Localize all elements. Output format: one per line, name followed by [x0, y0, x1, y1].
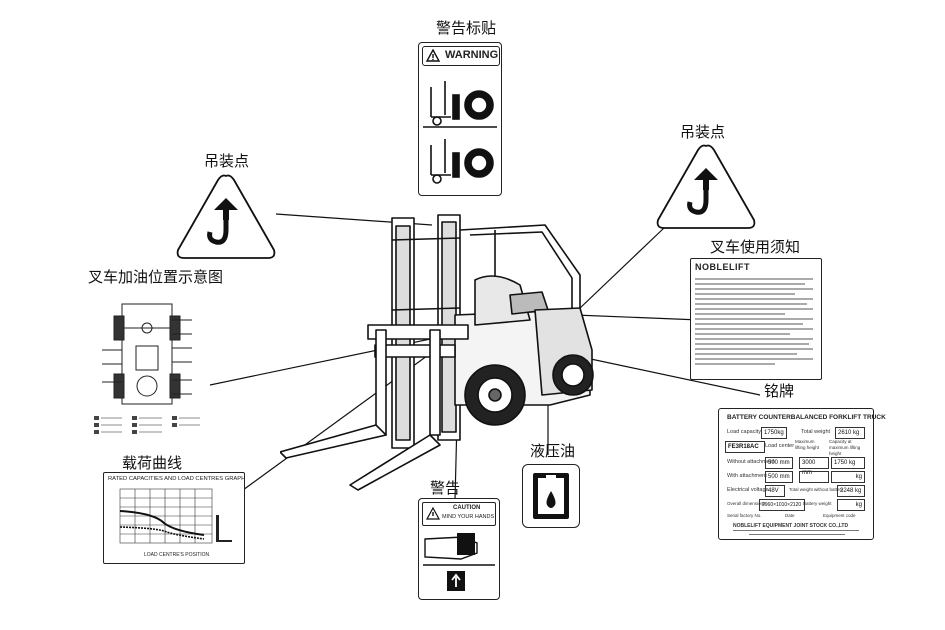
- lifting-point-left-sign: [176, 174, 276, 259]
- caution-line1: CAUTION: [453, 505, 481, 511]
- model-value: FE3R18AC: [725, 441, 765, 453]
- dimensions-value: 2960×1010×2120: [759, 499, 805, 511]
- battery-weight-kg: kg: [837, 499, 865, 511]
- label-lifting-point-right: 吊装点: [680, 123, 726, 141]
- voltage-label: Electrical voltage: [727, 487, 769, 493]
- with-attachment-label: With attachment: [727, 473, 767, 479]
- lift-height-value: 3000 mm: [799, 457, 829, 476]
- leader-line: [574, 314, 701, 321]
- with-attachment-kg: kg: [831, 471, 865, 483]
- address-line: [749, 534, 845, 535]
- label-warning-sticker: 警告标贴: [436, 19, 497, 37]
- forklift-drawing: [280, 214, 594, 491]
- label-refuel-diagram: 叉车加油位置示意图: [88, 268, 224, 286]
- label-load-curve: 载荷曲线: [122, 454, 183, 472]
- weight-no-battery-label: Total weight without battery: [789, 487, 844, 492]
- lifting-point-right-sign: [656, 144, 756, 229]
- without-attachment-label: Without attachment: [727, 459, 775, 465]
- hydraulic-oil-sign: [522, 464, 580, 528]
- label-lifting-point-left: 吊装点: [204, 152, 250, 170]
- refuel-position-diagram: [94, 303, 200, 434]
- capacity-lift-label: Capacity at maximum lifting height: [829, 439, 861, 456]
- label-hydraulic-oil: 液压油: [530, 442, 576, 460]
- label-forklift-notice: 叉车使用须知: [710, 238, 801, 256]
- label-caution: 警告: [430, 479, 461, 497]
- with-attachment-lift: [799, 471, 829, 483]
- without-attachment-value: 500 mm: [765, 457, 793, 469]
- caution-line2: MIND YOUR HANDS: [442, 514, 495, 520]
- caution-header: CAUTION MIND YOUR HANDS: [422, 502, 496, 526]
- maker-text: NOBLELIFT EQUIPMENT JOINT STOCK CO.,LTD: [733, 523, 849, 529]
- notice-text-block: [695, 278, 813, 365]
- with-attachment-value: 500 mm: [765, 471, 793, 483]
- total-weight-value: 2610 kg: [835, 427, 865, 439]
- load-center-label: Load center: [765, 443, 795, 449]
- label-nameplate: 铭牌: [764, 382, 795, 400]
- load-curve-plot: [119, 488, 232, 544]
- load-capacity-label: Load capacity: [727, 429, 761, 435]
- warning-triangle-icon: [426, 49, 440, 62]
- hand-pinch-icon: [423, 533, 495, 591]
- weight-no-battery-value: 2248 kg: [837, 485, 865, 497]
- voltage-value: 48V: [765, 485, 785, 497]
- load-chart-title: RATED CAPACITIES AND LOAD CENTRES GRAPH: [108, 476, 246, 482]
- lifting-hook-icon: [687, 168, 718, 215]
- load-curve-chart: RATED CAPACITIES AND LOAD CENTRES GRAPH …: [103, 472, 245, 564]
- nameplate-title: BATTERY COUNTERBALANCED FORKLIFT TRUCK: [727, 414, 886, 421]
- warning-sticker: WARNING: [418, 42, 502, 196]
- caution-sign: CAUTION MIND YOUR HANDS: [418, 498, 500, 600]
- total-weight-label: Total weight: [801, 429, 831, 435]
- notice-brand: NOBLELIFT: [695, 262, 750, 272]
- capacity-value: 1750 kg: [831, 457, 865, 469]
- leader-line: [571, 354, 761, 396]
- warning-header-text: WARNING: [445, 49, 499, 61]
- load-capacity-value: 1750kg: [761, 427, 787, 439]
- serial-label: Serial factory No.: [727, 513, 762, 518]
- lifting-hook-icon: [207, 198, 238, 245]
- warning-header: WARNING: [422, 46, 500, 66]
- date-label: Date: [785, 513, 795, 518]
- lift-height-label: Maximum lifting height: [795, 439, 820, 450]
- load-chart-xlabel: LOAD CENTRE'S POSITION: [144, 552, 210, 558]
- nameplate: BATTERY COUNTERBALANCED FORKLIFT TRUCK L…: [718, 408, 886, 540]
- attachment-label: Equipment code: [823, 513, 856, 518]
- oil-can-icon: [533, 473, 569, 519]
- battery-weight-label: Battery weight: [803, 501, 832, 506]
- warning-triangle-icon: [426, 507, 440, 520]
- address-line: [733, 530, 859, 531]
- crush-hazard-icon: [423, 81, 497, 184]
- forklift-notice-sheet: NOBLELIFT: [690, 258, 822, 380]
- dimensions-label: Overall dimensions: [727, 501, 766, 506]
